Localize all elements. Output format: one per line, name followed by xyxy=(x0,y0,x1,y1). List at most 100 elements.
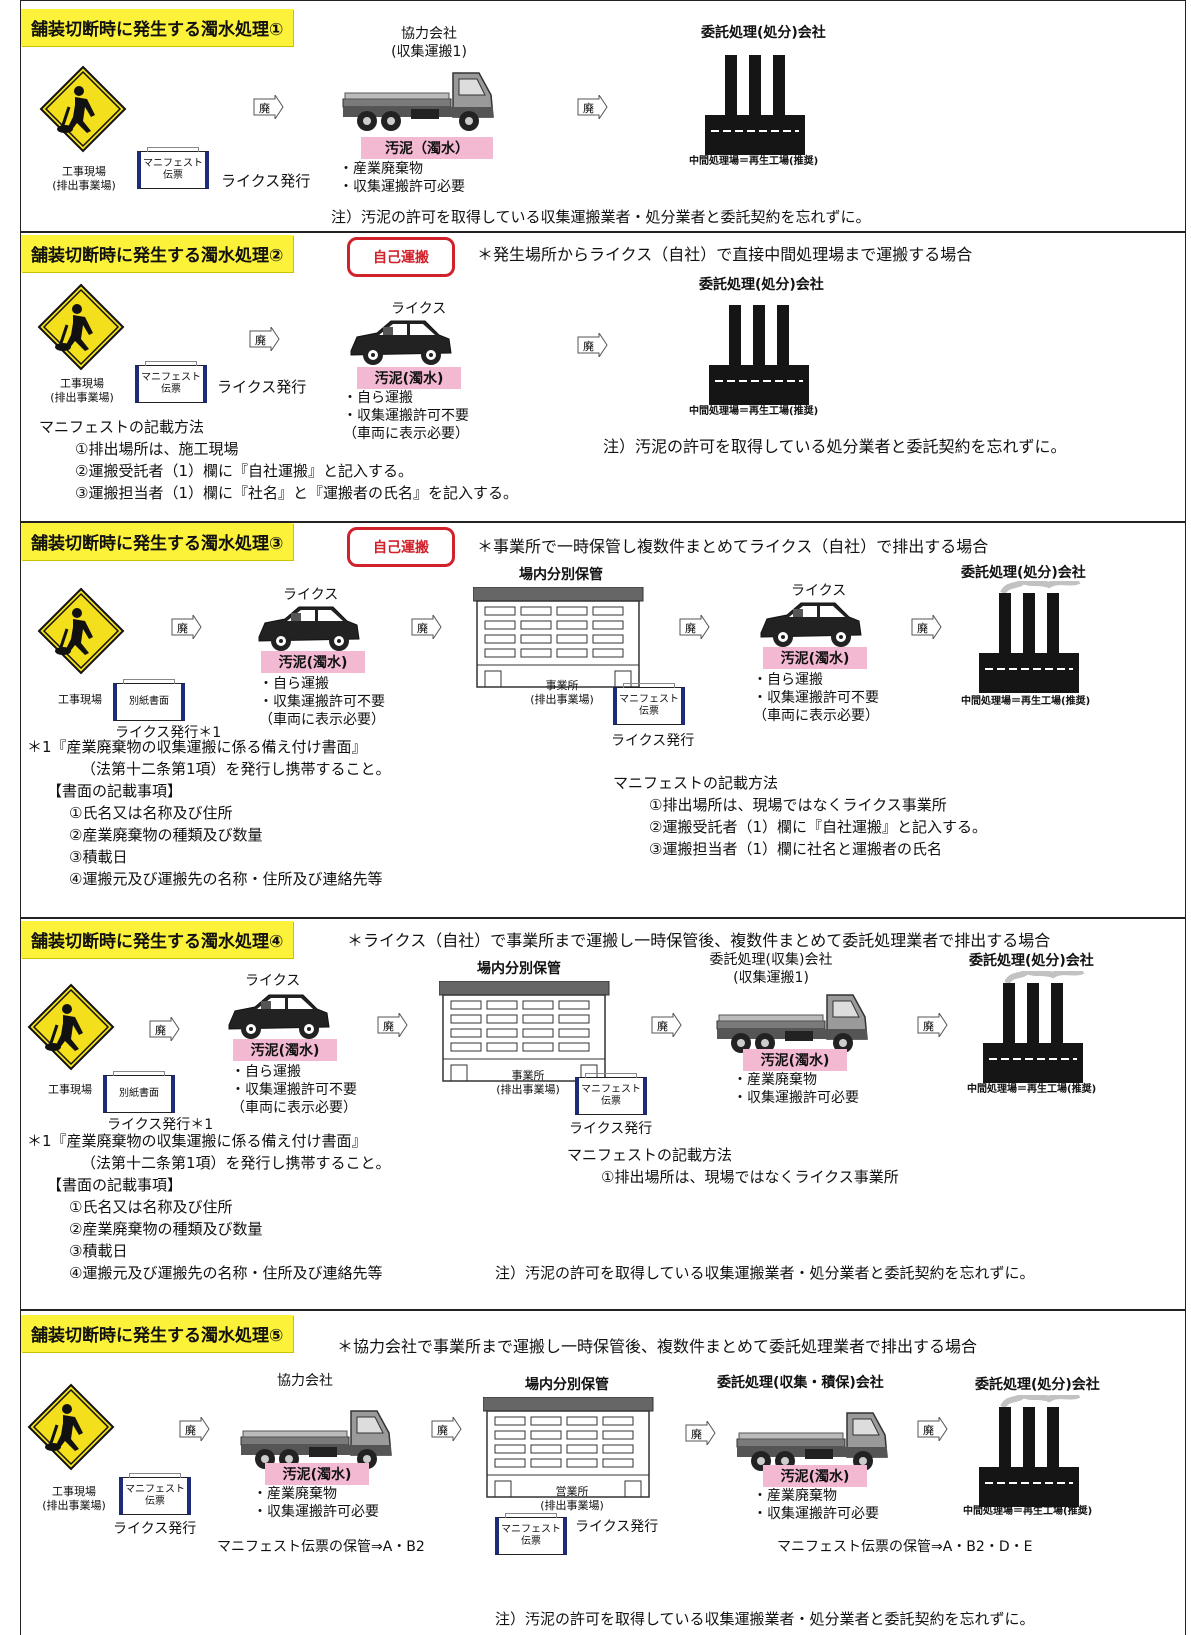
svg-text:廃: 廃 xyxy=(437,1423,448,1437)
storage-label: 場内分別保管 xyxy=(477,961,561,977)
worksite-label: 工事現場 xyxy=(58,693,102,706)
factory-icon xyxy=(709,304,810,406)
lykus-issue-label-2: ライクス発行 xyxy=(575,1519,659,1535)
waste-arrow-2: 廃 xyxy=(411,614,443,640)
separate-document: 別紙書面 xyxy=(103,1071,175,1113)
manifest-keep-1: マニフェスト伝票の保管⇒A・B2 xyxy=(217,1539,425,1555)
footnote-line-2: （法第十二条第1項）を発行し携帯すること。 xyxy=(81,1154,391,1172)
construction-sign-icon xyxy=(37,587,125,675)
panel-5-description: ＊協力会社で事業所まで運搬し一時保管後、複数件まとめて委託処理業者で排出する場合 xyxy=(337,1337,978,1356)
svg-text:廃: 廃 xyxy=(255,333,266,347)
waste-arrow-1: 廃 xyxy=(179,1416,211,1442)
waste-arrow-1: 廃 xyxy=(249,326,281,352)
lykus-issue-label: ライクス発行 xyxy=(217,378,307,396)
no-permit-bullet-2: ・収集運搬許可不要 xyxy=(753,690,879,706)
no-permit-bullet: ・収集運搬許可不要 xyxy=(259,694,385,710)
display-required-note-2: （車両に表示必要） xyxy=(753,708,879,724)
manifest-method-heading: マニフェストの記載方法 xyxy=(567,1146,733,1164)
building-icon xyxy=(483,1397,654,1498)
doc-item-1: ①氏名又は名称及び住所 xyxy=(69,1198,233,1216)
panel-2-note: 注）汚泥の許可を取得している処分業者と委託契約を忘れずに。 xyxy=(603,437,1067,456)
svg-text:廃: 廃 xyxy=(923,1423,934,1437)
disposal-company-label: 委託処理(処分)会社 xyxy=(961,565,1086,581)
panel-3-description: ＊事業所で一時保管し複数件まとめてライクス（自社）で排出する場合 xyxy=(477,537,989,556)
car-icon xyxy=(350,320,452,366)
manifest-method-heading: マニフェストの記載方法 xyxy=(613,774,779,792)
sludge-label-2: 汚泥(濁水) xyxy=(763,647,867,669)
permit-required-bullet-2: ・収集運搬許可必要 xyxy=(753,1506,879,1522)
factory-icon xyxy=(983,982,1084,1084)
waste-arrow-2: 廃 xyxy=(577,94,609,120)
svg-text:廃: 廃 xyxy=(583,339,594,353)
svg-text:廃: 廃 xyxy=(383,1019,394,1033)
waste-arrow-3: 廃 xyxy=(651,1012,683,1038)
industrial-waste-bullet: ・産業廃棄物 xyxy=(339,161,423,177)
truck-icon xyxy=(342,72,494,132)
worksite-label: 工事現場(排出事業場) xyxy=(42,1485,106,1512)
manifest-slip: マニフェスト伝票 xyxy=(119,1473,191,1515)
permit-required-bullet: ・収集運搬許可必要 xyxy=(253,1504,379,1520)
panel-3-title: 舗装切断時に発生する濁水処理③ xyxy=(21,523,294,560)
display-required-note: （車両に表示必要） xyxy=(259,712,385,728)
no-permit-bullet: ・収集運搬許可不要 xyxy=(343,408,469,424)
panel-1-title: 舗装切断時に発生する濁水処理① xyxy=(21,9,294,46)
panel-5: 舗装切断時に発生する濁水処理⑤ ＊協力会社で事業所まで運搬し一時保管後、複数件ま… xyxy=(20,1310,1186,1635)
construction-sign-icon xyxy=(27,1383,115,1471)
disposal-company-label: 委託処理(処分)会社 xyxy=(699,277,824,293)
waste-arrow-4: 廃 xyxy=(911,614,943,640)
panel-5-title: 舗装切断時に発生する濁水処理⑤ xyxy=(21,1315,294,1352)
self-transport-bullet-2: ・自ら運搬 xyxy=(753,672,823,688)
manifest-item-3: ③運搬担当者（1）欄に社名と運搬者の氏名 xyxy=(649,840,942,858)
svg-text:廃: 廃 xyxy=(417,621,428,635)
doc-item-2: ②産業廃棄物の種類及び数量 xyxy=(69,1220,263,1238)
self-transport-bullet: ・自ら運搬 xyxy=(231,1064,301,1080)
storage-label: 場内分別保管 xyxy=(525,1377,609,1393)
sludge-label-2: 汚泥(濁水) xyxy=(743,1049,847,1071)
construction-sign-icon xyxy=(37,283,125,371)
panel-4-title: 舗装切断時に発生する濁水処理④ xyxy=(21,921,294,958)
panel-4-description: ＊ライクス（自社）で事業所まで運搬し一時保管後、複数件まとめて委託処理業者で排出… xyxy=(347,931,1051,950)
svg-text:廃: 廃 xyxy=(185,1423,196,1437)
sludge-label: 汚泥(濁水) xyxy=(233,1039,337,1061)
svg-text:廃: 廃 xyxy=(917,621,928,635)
waste-arrow-2: 廃 xyxy=(577,332,609,358)
manifest-item-2: ②運搬受託者（1）欄に『自社運搬』と記入する。 xyxy=(75,462,413,480)
office-label: 事業所(排出事業場) xyxy=(530,679,594,706)
panel-3: 舗装切断時に発生する濁水処理③ 自己運搬 ＊事業所で一時保管し複数件まとめてライ… xyxy=(20,522,1186,918)
svg-text:廃: 廃 xyxy=(685,621,696,635)
svg-text:廃: 廃 xyxy=(923,1019,934,1033)
waste-arrow-1: 廃 xyxy=(149,1016,181,1042)
worksite-label: 工事現場(排出事業場) xyxy=(50,377,114,404)
waste-arrow-1: 廃 xyxy=(253,94,285,120)
permit-required-bullet: ・収集運搬許可必要 xyxy=(733,1090,859,1106)
waste-arrow-3: 廃 xyxy=(685,1420,717,1446)
industrial-waste-bullet: ・産業廃棄物 xyxy=(733,1072,817,1088)
factory-icon xyxy=(979,1406,1080,1508)
collector-company-label: 委託処理(収集・積保)会社 xyxy=(717,1375,884,1391)
panel-2-title: 舗装切断時に発生する濁水処理② xyxy=(21,235,294,272)
manifest-slip-2: マニフェスト伝票 xyxy=(495,1513,567,1555)
svg-text:廃: 廃 xyxy=(691,1427,702,1441)
waste-arrow-4: 廃 xyxy=(917,1416,949,1442)
panel-4-note: 注）汚泥の許可を取得している収集運搬業者・処分業者と委託契約を忘れずに。 xyxy=(495,1264,1035,1282)
self-transport-badge: 自己運搬 xyxy=(347,237,455,277)
self-transport-badge: 自己運搬 xyxy=(347,527,455,567)
display-required-note: （車両に表示必要） xyxy=(343,426,469,442)
panel-4: 舗装切断時に発生する濁水処理④ ＊ライクス（自社）で事業所まで運搬し一時保管後、… xyxy=(20,918,1186,1310)
factory-icon xyxy=(705,54,806,156)
panel-1: 舗装切断時に発生する濁水処理① 工事現場(排出事業場) マニフェスト伝票 ライク… xyxy=(20,0,1186,232)
panel-1-note: 注）汚泥の許可を取得している収集運搬業者・処分業者と委託契約を忘れずに。 xyxy=(331,208,871,226)
factory-icon xyxy=(979,592,1080,694)
disposal-company-label: 委託処理(処分)会社 xyxy=(975,1377,1100,1393)
doc-item-4: ④運搬元及び運搬先の名称・住所及び連絡先等 xyxy=(69,1264,383,1282)
self-transport-bullet: ・自ら運搬 xyxy=(343,390,413,406)
lykus-label: ライクス xyxy=(245,973,301,989)
manifest-slip: マニフェスト伝票 xyxy=(135,361,207,403)
intermediate-facility-label: 中間処理場＝再生工場(推奨) xyxy=(689,406,819,417)
partner-company-label: 協力会社 xyxy=(277,1373,333,1389)
waste-arrow-3: 廃 xyxy=(679,614,711,640)
intermediate-facility-label: 中間処理場＝再生工場(推奨) xyxy=(689,156,819,167)
worksite-label: 工事現場(排出事業場) xyxy=(52,165,116,192)
industrial-waste-bullet: ・産業廃棄物 xyxy=(253,1486,337,1502)
doc-item-3: ③積載日 xyxy=(69,848,128,866)
